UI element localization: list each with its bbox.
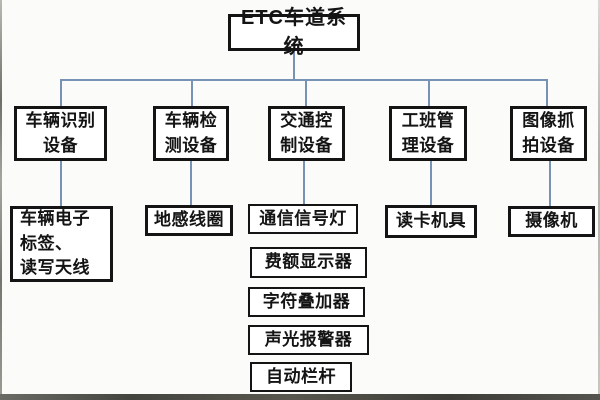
node-auto-barrier: 自动栏杆 xyxy=(250,362,352,392)
node-vehicle-identification: 车辆识别 设备 xyxy=(14,106,107,161)
node-shift-management: 工班管 理设备 xyxy=(389,106,467,161)
connector-drop-2 xyxy=(191,80,193,107)
connector-drop-1 xyxy=(60,80,62,107)
node-sound-light-alarm: 声光报警器 xyxy=(248,325,369,355)
image-left-edge-artifact xyxy=(0,0,2,400)
node-character-overlay: 字符叠加器 xyxy=(248,287,365,317)
connector-child-5 xyxy=(549,161,551,206)
connector-bus xyxy=(60,79,548,81)
node-induction-loop: 地感线圈 xyxy=(145,205,233,236)
node-signal-light: 通信信号灯 xyxy=(248,204,358,234)
node-traffic-control: 交通控 制设备 xyxy=(268,106,345,161)
image-bottom-edge-artifact xyxy=(0,394,600,400)
connector-child-2 xyxy=(190,161,192,205)
connector-drop-3 xyxy=(305,80,307,107)
connector-child-4 xyxy=(430,161,432,205)
connector-child-1 xyxy=(60,161,62,206)
connector-drop-4 xyxy=(428,80,430,107)
node-camera: 摄像机 xyxy=(508,206,595,237)
image-right-edge-artifact xyxy=(598,0,600,400)
node-fee-display: 费额显示器 xyxy=(250,247,367,278)
connector-child-3 xyxy=(303,161,305,204)
node-card-reader: 读卡机具 xyxy=(385,205,477,238)
node-vehicle-detection: 车辆检 测设备 xyxy=(153,106,229,161)
node-image-capture: 图像抓 拍设备 xyxy=(510,106,587,161)
node-etc-tag-antenna: 车辆电子 标签、 读写天线 xyxy=(10,206,113,282)
connector-root-stem xyxy=(293,51,295,80)
node-etc-lane-system: ETC车道系统 xyxy=(228,7,360,58)
connector-drop-5 xyxy=(546,80,548,107)
